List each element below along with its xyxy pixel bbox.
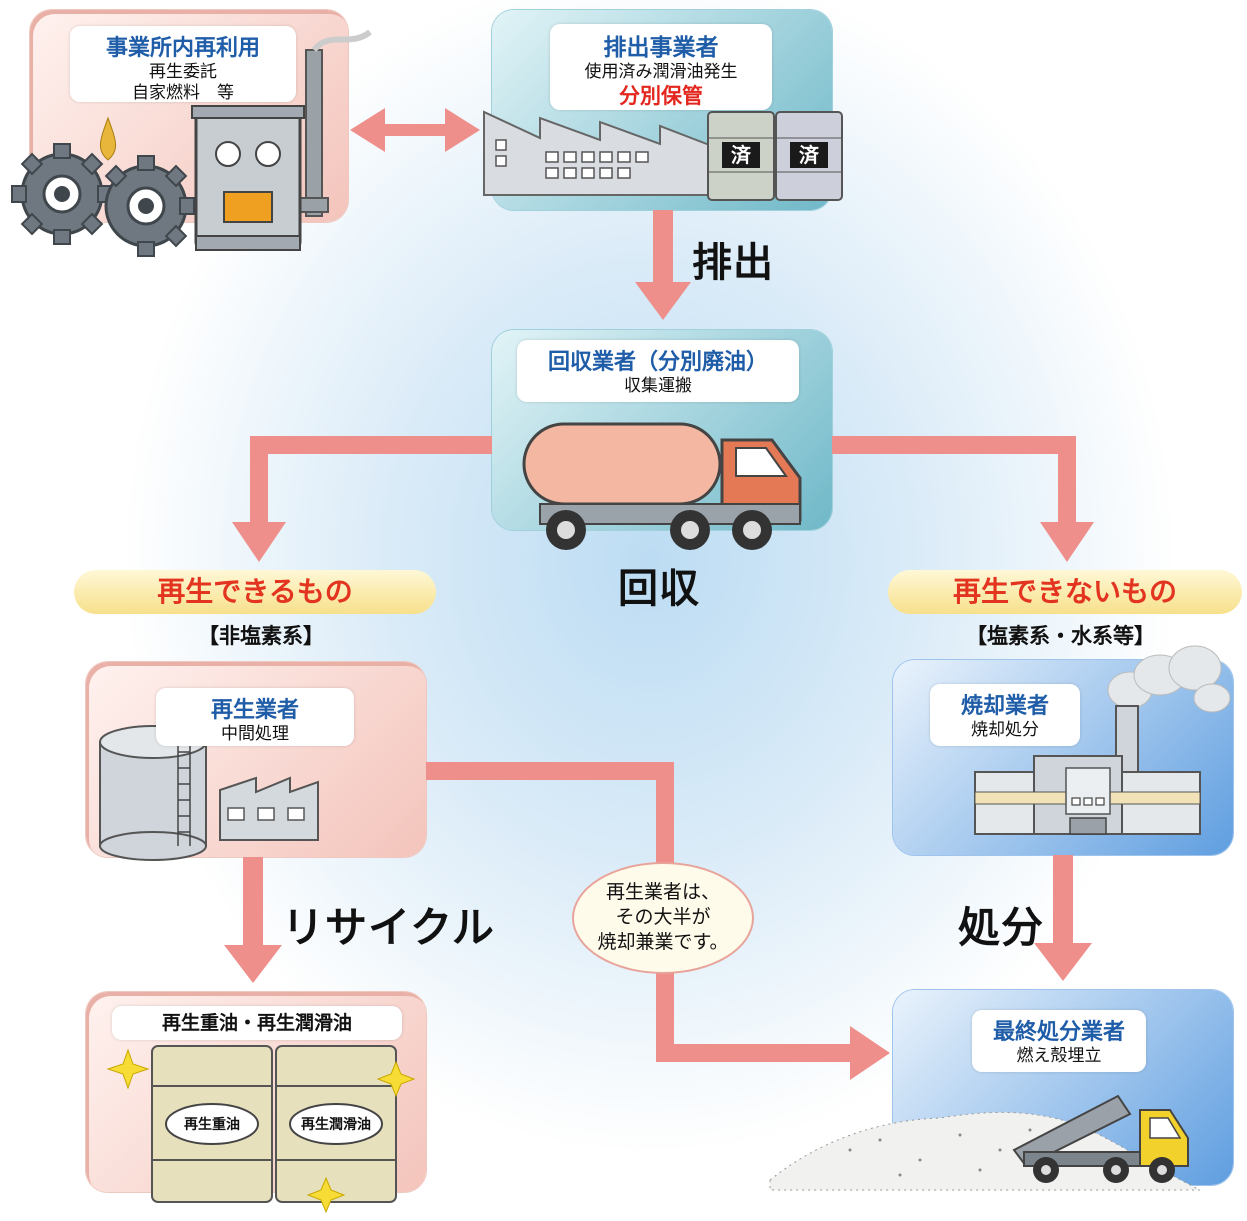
sparkle-icon: [376, 1060, 416, 1098]
incinerator-title: 焼却業者: [960, 694, 1049, 719]
storage-tank-icon: [99, 725, 207, 861]
disposal-arrow-icon: [1034, 855, 1092, 981]
collector-title: 回収業者（分別廃油）: [547, 350, 768, 375]
incineration-note: 再生業者は、 その大半が 焼却兼業です。: [572, 862, 754, 974]
note-line1: 再生業者は、: [605, 881, 720, 903]
incineration-route-arrow-icon: [426, 762, 890, 1080]
non-recyclable-pill: 再生できないもの: [888, 570, 1242, 614]
dump-truck-icon: [1012, 1094, 1189, 1183]
drum-icon: [707, 111, 775, 201]
double-arrow-icon: [350, 108, 480, 152]
generator-sub: 使用済み潤滑油発生: [584, 62, 738, 82]
note-line3: 焼却兼業です。: [597, 931, 729, 953]
products-title: 再生重油・再生潤滑油: [161, 1012, 352, 1034]
collector-label: 回収業者（分別廃油） 収集運搬: [517, 340, 799, 402]
incinerator-sub: 焼却処分: [971, 720, 1039, 740]
recyclable-pill: 再生できるもの: [74, 570, 436, 614]
drum-icon: [775, 111, 843, 201]
non-recyclable-bracket: 【塩素系・水系等】: [966, 624, 1155, 648]
generator-title: 排出事業者: [603, 35, 719, 61]
drum-label-lubricant: 再生潤滑油: [301, 1117, 371, 1133]
factory-icon: [483, 110, 713, 196]
collector-sub: 収集運搬: [624, 376, 692, 396]
note-line2: その大半が: [615, 906, 711, 928]
oil-drop-icon: [100, 116, 116, 161]
landfill-sub: 燃え殻埋立: [1016, 1046, 1102, 1066]
gear-icon: [104, 155, 195, 257]
recyclable-branch-arrow-icon: [232, 436, 492, 562]
recycler-title: 再生業者: [210, 698, 299, 723]
tank-truck-icon: [522, 422, 802, 550]
onsite-line2: 自家燃料 等: [132, 83, 234, 103]
onsite-label: 事業所内再利用 再生委託 自家燃料 等: [70, 26, 296, 103]
onsite-title: 事業所内再利用: [105, 36, 260, 61]
drum-mark: 済: [799, 143, 819, 167]
sparkle-icon: [106, 1048, 150, 1090]
boiler-icon: [191, 29, 372, 251]
recycler-sub: 中間処理: [221, 724, 289, 744]
drum-label-heavy-oil: 再生重油: [184, 1117, 240, 1133]
recycler-label: 再生業者 中間処理: [156, 688, 354, 746]
discharge-label: 排出: [692, 240, 774, 286]
landfill-title: 最終処分業者: [992, 1020, 1125, 1045]
discharge-arrow-icon: [635, 210, 691, 320]
factory-icon: [219, 776, 319, 841]
collect-label: 回収: [618, 566, 700, 612]
recycle-label: リサイクル: [282, 903, 495, 952]
recycle-arrow-icon: [224, 857, 282, 983]
non-recyclable-branch-arrow-icon: [832, 436, 1094, 562]
onsite-line1: 再生委託: [149, 62, 217, 82]
gear-icon: [11, 143, 113, 245]
recyclable-bracket: 【非塩素系】: [198, 624, 324, 648]
sparkle-icon: [306, 1176, 346, 1214]
generator-note: 分別保管: [619, 84, 703, 108]
drum-icon: [275, 1045, 397, 1203]
disposal-label: 処分: [958, 903, 1045, 952]
smoke-cloud-icon: [1107, 645, 1231, 713]
drum-mark: 済: [731, 143, 751, 167]
generator-label: 排出事業者 使用済み潤滑油発生 分別保管: [550, 24, 772, 110]
drum-icon: [151, 1045, 273, 1203]
landfill-label: 最終処分業者 燃え殻埋立: [972, 1010, 1146, 1072]
incinerator-icon: [974, 705, 1201, 835]
products-label: 再生重油・再生潤滑油: [112, 1006, 402, 1040]
incinerator-label: 焼却業者 焼却処分: [930, 684, 1080, 746]
